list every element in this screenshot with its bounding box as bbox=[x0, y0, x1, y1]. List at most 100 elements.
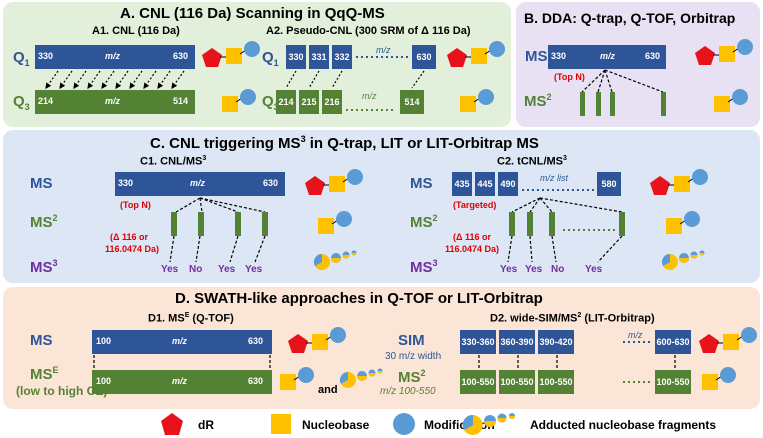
c2-targeted: (Targeted) bbox=[453, 200, 497, 210]
c2-title: C2. tCNL/MS3 bbox=[497, 155, 567, 168]
b-ms-mz: m/z bbox=[600, 51, 616, 61]
c2-nucleoside-icon bbox=[650, 169, 708, 195]
legend-nucleobase-icon bbox=[271, 414, 291, 434]
d1-mse-mz: m/z bbox=[172, 376, 188, 386]
d2-sim-window-3: 390-420 bbox=[538, 330, 574, 354]
b-ms2-label: MS2 bbox=[524, 92, 552, 110]
d1-ms-mz: m/z bbox=[172, 336, 188, 346]
a2-q1-cell-2: 331 bbox=[309, 45, 329, 69]
d2-ms2-label: MS2 bbox=[398, 368, 426, 386]
d1-mse-start: 100 bbox=[96, 376, 112, 386]
c1-topn: (Top N) bbox=[120, 200, 151, 210]
a1-q3-end: 514 bbox=[173, 96, 189, 106]
legend-modification-icon bbox=[393, 413, 415, 435]
a2-q1-mz: m/z bbox=[376, 45, 391, 55]
c1-ms-mz: m/z bbox=[190, 178, 206, 188]
a1-title: A1. CNL (116 Da) bbox=[92, 25, 180, 37]
a2-q1-label: Q1 bbox=[262, 49, 279, 68]
a2-q1-cell-3: 332 bbox=[332, 45, 352, 69]
a1-nucleoside-icon bbox=[202, 41, 260, 67]
c1-fragment-icon bbox=[318, 211, 352, 234]
d1-ms-bar: 100 m/z 630 bbox=[92, 330, 272, 354]
d1-mse-bar: 100 m/z 630 bbox=[92, 370, 272, 394]
d2-sim-mz: m/z bbox=[628, 330, 643, 340]
c1-ms-end: 630 bbox=[263, 178, 279, 188]
c2-ms-cell-3: 490 bbox=[498, 172, 518, 196]
c2-ms-cell-1: 435 bbox=[452, 172, 472, 196]
a2-q3-cell-2: 215 bbox=[299, 90, 319, 114]
legend-dr-icon bbox=[161, 413, 183, 435]
b-nucleoside-icon bbox=[695, 39, 753, 65]
d1-mse-sub: (low to high CE) bbox=[16, 384, 108, 398]
c2-delta-2: 116.0474 Da) bbox=[445, 244, 500, 254]
panel-c-title: C. CNL triggering MS3 in Q-trap, LIT or … bbox=[150, 134, 539, 152]
a2-q1-cell-end: 630 bbox=[412, 45, 436, 69]
b-fragment-icon bbox=[714, 89, 748, 112]
d2-ms2-window-2: 100-550 bbox=[499, 370, 535, 394]
a2-nucleoside-icon bbox=[447, 41, 505, 67]
d1-mse-end: 630 bbox=[248, 376, 264, 386]
a2-q1-cell-1: 330 bbox=[286, 45, 306, 69]
a2-fragment-icon bbox=[460, 89, 494, 112]
a1-q1-end: 630 bbox=[173, 51, 189, 61]
c1-delta-2: 116.0474 Da) bbox=[105, 244, 160, 254]
c1-answer-1: Yes bbox=[161, 264, 179, 275]
d2-title: D2. wide-SIM/MS2 (LIT-Orbitrap) bbox=[490, 312, 655, 325]
d2-sim-window-1: 330-360 bbox=[460, 330, 496, 354]
a1-q3-mz: m/z bbox=[105, 96, 121, 106]
d1-nucleoside-icon bbox=[288, 327, 346, 353]
d2-sim-window-4: 600-630 bbox=[655, 330, 691, 354]
d2-fragment-icon bbox=[702, 367, 736, 390]
c1-adducted-icon bbox=[313, 250, 357, 270]
panel-b-title: B. DDA: Q-trap, Q-TOF, Orbitrap bbox=[524, 10, 736, 26]
d2-nucleoside-icon bbox=[699, 327, 757, 353]
c2-adducted-icon bbox=[661, 250, 705, 270]
a2-q3-cell-1: 214 bbox=[276, 90, 296, 114]
d1-ms-end: 630 bbox=[248, 336, 264, 346]
panel-c bbox=[3, 130, 760, 283]
d1-and: and bbox=[318, 384, 338, 396]
a2-q3-cell-end: 514 bbox=[400, 90, 424, 114]
legend-nucleobase-label: Nucleobase bbox=[302, 418, 370, 432]
c2-answer-3: No bbox=[551, 264, 565, 275]
c1-ms3-label: MS3 bbox=[30, 258, 58, 276]
legend-adducted-label: Adducted nucleobase fragments bbox=[530, 418, 717, 432]
d1-ms-start: 100 bbox=[96, 336, 112, 346]
b-ms-start: 330 bbox=[551, 51, 567, 61]
c1-ms2-label: MS2 bbox=[30, 213, 58, 231]
c1-ms-label: MS bbox=[30, 175, 53, 192]
d1-ms-label: MS bbox=[30, 332, 53, 349]
c2-answer-4: Yes bbox=[585, 264, 603, 275]
c1-answer-3: Yes bbox=[218, 264, 236, 275]
panel-d-title: D. SWATH-like approaches in Q-TOF or LIT… bbox=[175, 290, 543, 307]
b-ms-end: 630 bbox=[645, 51, 661, 61]
a1-q1-start: 330 bbox=[38, 51, 54, 61]
d1-title: D1. MSE (Q-TOF) bbox=[148, 312, 234, 325]
b-ms-bar: 330 m/z 630 bbox=[548, 45, 666, 69]
a2-q3-mz: m/z bbox=[362, 91, 377, 101]
c2-ms-cell-end: 580 bbox=[597, 172, 621, 196]
d1-fragment-icon bbox=[280, 367, 314, 390]
c1-ms-start: 330 bbox=[118, 178, 134, 188]
c2-delta-1: (Δ 116 or bbox=[453, 232, 491, 242]
c1-answer-4: Yes bbox=[245, 264, 263, 275]
c2-mz-list: m/z list bbox=[540, 173, 568, 183]
c1-title: C1. CNL/MS3 bbox=[140, 155, 207, 168]
d1-adducted-icon bbox=[339, 368, 383, 388]
d2-sim-label: SIM bbox=[398, 332, 425, 349]
c1-nucleoside-icon bbox=[305, 169, 363, 195]
b-topn: (Top N) bbox=[554, 72, 585, 82]
c2-answer-1: Yes bbox=[500, 264, 518, 275]
d2-ms2-window-4: 100-550 bbox=[655, 370, 691, 394]
c1-answer-2: No bbox=[189, 264, 203, 275]
d2-sim-window-2: 360-390 bbox=[499, 330, 535, 354]
a1-q1-mz: m/z bbox=[105, 51, 121, 61]
a2-title: A2. Pseudo-CNL (300 SRM of Δ 116 Da) bbox=[266, 25, 471, 37]
d2-sim-width: 30 m/z width bbox=[385, 351, 442, 362]
